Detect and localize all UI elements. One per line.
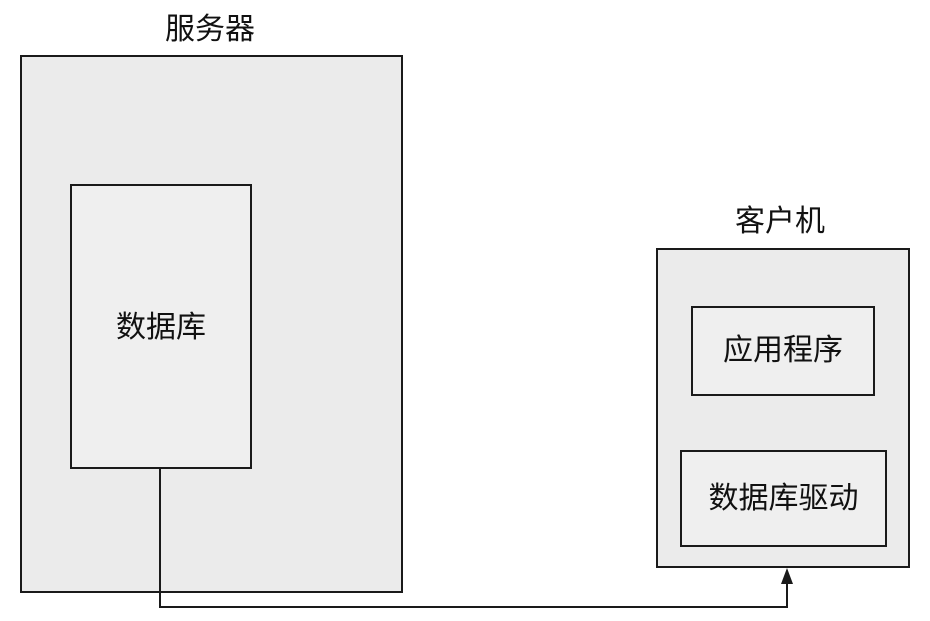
server-title: 服务器 [165, 12, 255, 47]
database-driver-label: 数据库驱动 [708, 480, 859, 516]
database-box: 数据库 [70, 184, 252, 469]
database-driver-box: 数据库驱动 [680, 450, 887, 547]
application-label: 应用程序 [723, 333, 843, 368]
application-box: 应用程序 [691, 306, 875, 396]
database-label: 数据库 [116, 310, 206, 345]
client-title: 客户机 [735, 204, 825, 239]
arrowhead-icon [781, 568, 793, 584]
